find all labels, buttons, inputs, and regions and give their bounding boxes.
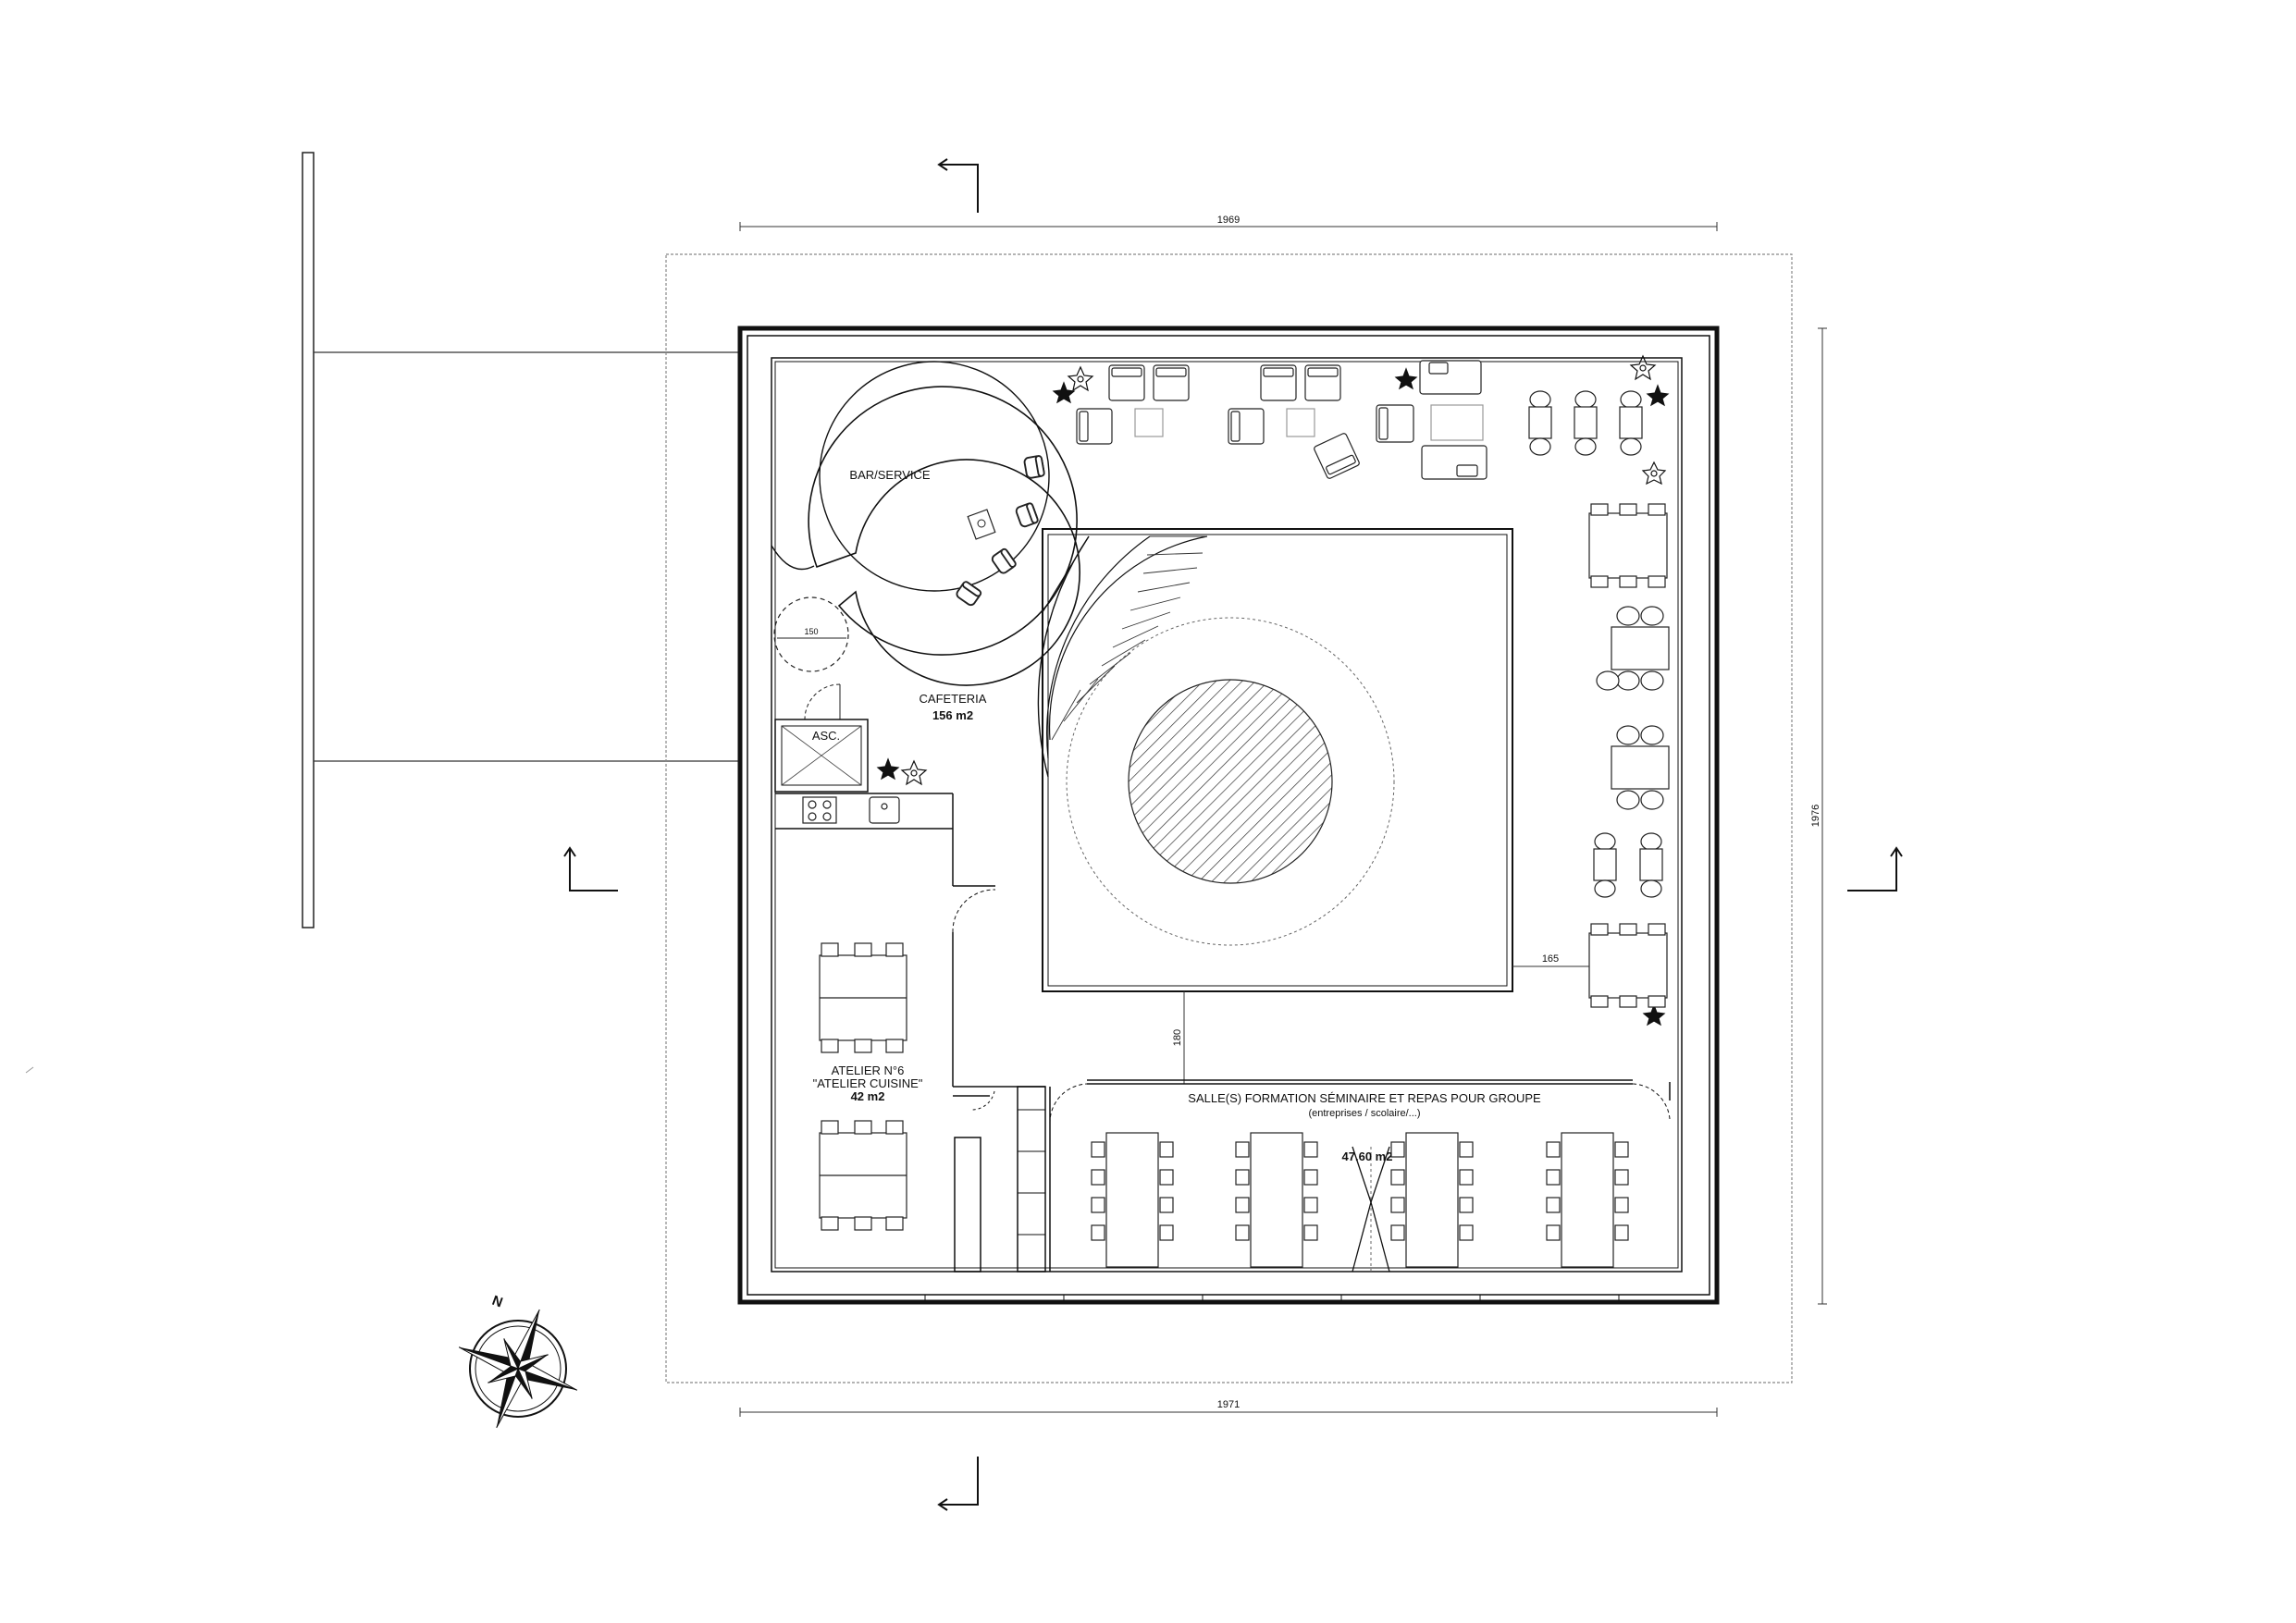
terrace-outline [665,253,1793,1383]
salle-area: 47.60 m2 [1342,1150,1393,1163]
dimension-gap-right-label: 165 [1542,953,1559,965]
plant-icons [876,354,1670,1027]
elevator-diameter-label: 150 [804,627,818,636]
cafeteria-area: 156 m2 [932,708,973,722]
seminar-tables [1091,1132,1629,1268]
dimension-bottom: 1971 [739,1399,1718,1417]
dimension-right: 1976 [1810,327,1827,1305]
salle-subtitle: (entreprises / scolaire/...) [1308,1108,1420,1119]
workshop-tables [819,942,907,1231]
section-marker-right [1847,846,1903,891]
lounge-furniture [1076,360,1487,480]
dimension-gap-bottom: 180 [1172,991,1185,1084]
cafeteria-tables [1528,390,1670,1008]
atelier-subtitle: "ATELIER CUISINE" [813,1076,923,1090]
spiral-staircase [1037,535,1208,778]
kitchen-walls [775,793,1051,1273]
cafeteria-label: CAFETERIA [920,692,987,706]
dimension-gap-right: 165 [1512,953,1589,967]
section-marker-left [563,846,618,891]
bar-label: BAR/SERVICE [849,468,931,482]
compass-north-label: N [490,1293,505,1311]
seminar-room-walls [1049,1079,1671,1273]
section-marker-top [937,158,979,213]
kitchen-appliances [802,796,900,824]
atelier-label: ATELIER N°6 [832,1064,905,1077]
section-marker-bottom [937,1457,979,1511]
elevator: 150 ASC. [773,596,869,793]
dimension-top: 1969 [739,215,1718,231]
bar-counter: BAR/SERVICE [771,361,1080,686]
central-atrium [1042,528,1513,992]
left-plot-boundary [302,152,740,928]
dimension-right-label: 1976 [1810,805,1821,827]
dimension-top-label: 1969 [1217,215,1240,226]
salle-label: SALLE(S) FORMATION SÉMINAIRE ET REPAS PO… [1188,1091,1541,1105]
building-walls [737,326,1720,1305]
bar-stools [954,454,1046,609]
dimension-gap-bottom-label: 180 [1172,1029,1183,1046]
atelier-area: 42 m2 [851,1089,885,1103]
stray-mark [25,1066,34,1074]
dimension-bottom-label: 1971 [1217,1399,1240,1410]
wall-ticks [924,1295,1620,1302]
elevator-label: ASC. [812,729,840,743]
compass-rose: N [458,1293,578,1429]
